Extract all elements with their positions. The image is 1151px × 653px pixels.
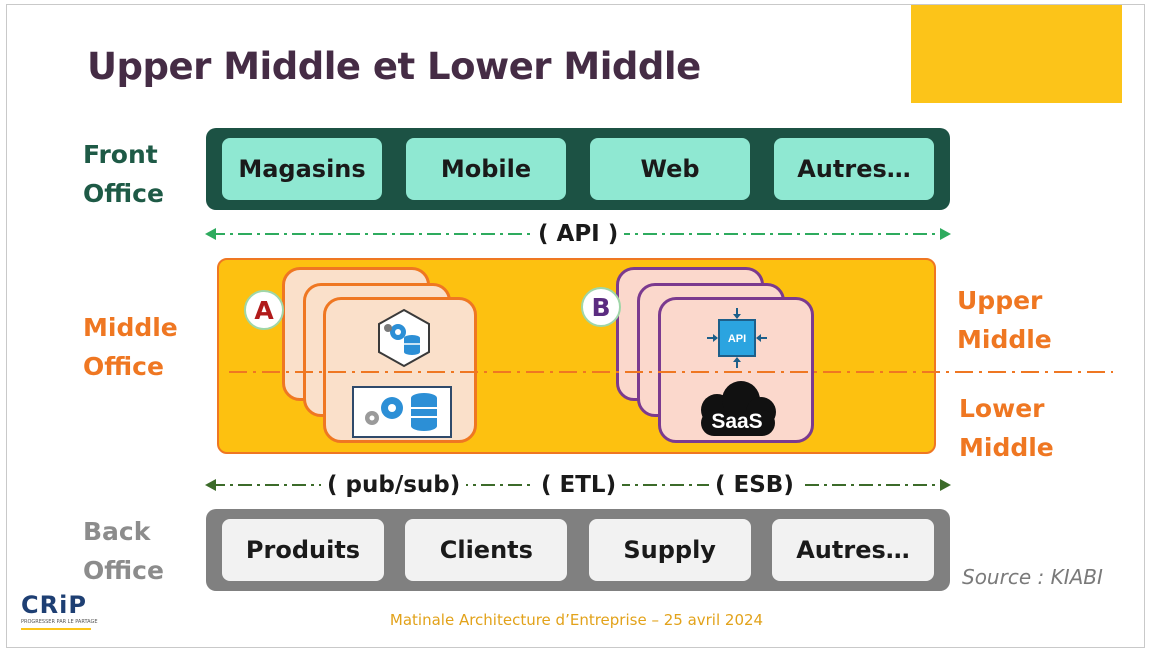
logo-name: CRiP	[21, 591, 87, 619]
pubsub-protocol-label: ( pub/sub)	[321, 470, 467, 500]
integration-arrow-left-head	[205, 479, 216, 491]
logo-underline	[21, 628, 91, 630]
front-office-label: Front Office	[83, 135, 164, 213]
front-office-label-line1: Front	[83, 140, 158, 169]
crip-logo: CRiP PROGRESSER PAR LE PARTAGE	[21, 591, 111, 637]
card-b-front: API SaaS	[658, 297, 814, 443]
front-office-item-magasins: Magasins	[222, 138, 382, 200]
front-office-item-web: Web	[590, 138, 750, 200]
back-office-band: Produits Clients Supply Autres…	[206, 509, 950, 591]
front-office-band: Magasins Mobile Web Autres…	[206, 128, 950, 210]
yellow-accent-box	[911, 5, 1122, 103]
back-office-label-line1: Back	[83, 517, 151, 546]
hexagon-gears-database-icon	[376, 308, 432, 368]
back-office-label-line2: Office	[83, 556, 164, 585]
footer-text: Matinale Architecture d’Entreprise – 25 …	[389, 611, 764, 629]
badge-a: A	[244, 290, 284, 330]
esb-protocol-label: ( ESB)	[709, 470, 800, 500]
upper-middle-label: Upper Middle	[957, 281, 1052, 359]
upper-middle-label-line2: Middle	[957, 325, 1052, 354]
slide: Upper Middle et Lower Middle Front Offic…	[6, 4, 1145, 648]
source-note: Source : KIABI	[962, 565, 1103, 589]
front-office-item-mobile: Mobile	[406, 138, 566, 200]
api-icon: API	[707, 308, 767, 368]
api-arrow-left-head	[205, 228, 216, 240]
etl-protocol-label: ( ETL)	[535, 470, 623, 500]
lower-middle-label-line2: Middle	[959, 433, 1054, 462]
lower-middle-label: Lower Middle	[959, 389, 1054, 467]
upper-middle-label-line1: Upper	[957, 286, 1043, 315]
back-office-item-produits: Produits	[222, 519, 384, 581]
lower-middle-label-line1: Lower	[959, 394, 1045, 423]
front-office-label-line2: Office	[83, 179, 164, 208]
saas-cloud-icon: SaaS	[689, 380, 785, 438]
api-arrow-right-head	[940, 228, 951, 240]
gears-database-icon	[352, 386, 452, 438]
back-office-item-autres: Autres…	[771, 519, 934, 581]
badge-b: B	[581, 287, 621, 327]
front-office-item-autres: Autres…	[774, 138, 934, 200]
middle-office-label: Middle Office	[83, 308, 178, 386]
middle-office-label-line2: Office	[83, 352, 164, 381]
card-a-front	[323, 297, 477, 443]
back-office-item-clients: Clients	[405, 519, 568, 581]
back-office-item-supply: Supply	[588, 519, 751, 581]
saas-label: SaaS	[711, 410, 762, 433]
logo-tagline: PROGRESSER PAR LE PARTAGE	[21, 619, 98, 625]
integration-arrow-right-head	[940, 479, 951, 491]
back-office-label: Back Office	[83, 512, 164, 590]
middle-office-label-line1: Middle	[83, 313, 178, 342]
api-protocol-label: ( API )	[532, 219, 625, 249]
page-title: Upper Middle et Lower Middle	[87, 45, 701, 88]
api-icon-label: API	[728, 333, 746, 345]
